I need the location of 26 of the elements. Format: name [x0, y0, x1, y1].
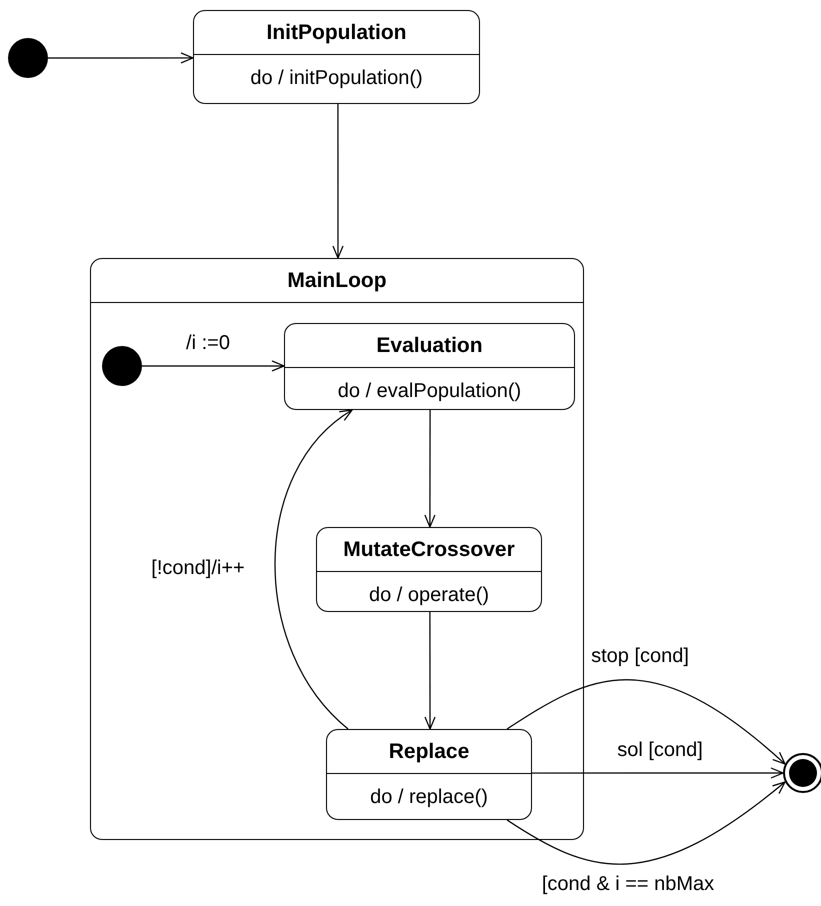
transition-arrow: [48, 52, 194, 64]
state-name: Evaluation: [376, 335, 483, 356]
state-name: Replace: [388, 741, 470, 762]
state-box: [316, 527, 542, 612]
transition-arrow: [142, 360, 285, 372]
transition-arrow: [424, 612, 436, 730]
state-name: InitPopulation: [266, 22, 406, 43]
transition-arrow: [274, 409, 353, 730]
transition-arrow: [506, 679, 786, 765]
state-name: MutateCrossover: [343, 539, 515, 560]
state-box: [284, 323, 575, 410]
transition-arrow: [424, 410, 436, 528]
transition-arrow: [506, 781, 786, 865]
state-name: MainLoop: [287, 270, 387, 291]
transition-arrow: [532, 767, 784, 779]
state-activity: do / operate(): [368, 585, 490, 605]
state-activity: do / replace(): [370, 787, 488, 807]
edge-label: stop [cond]: [589, 646, 691, 666]
state-box: [326, 729, 532, 820]
state-activity: do / initPopulation(): [250, 68, 423, 88]
initial-state: [8, 38, 48, 78]
final-state: [783, 753, 821, 793]
transition-arrow: [332, 104, 344, 259]
initial-state: [102, 346, 142, 386]
state-box: [193, 10, 480, 104]
state-activity: do / evalPopulation(): [338, 381, 522, 401]
